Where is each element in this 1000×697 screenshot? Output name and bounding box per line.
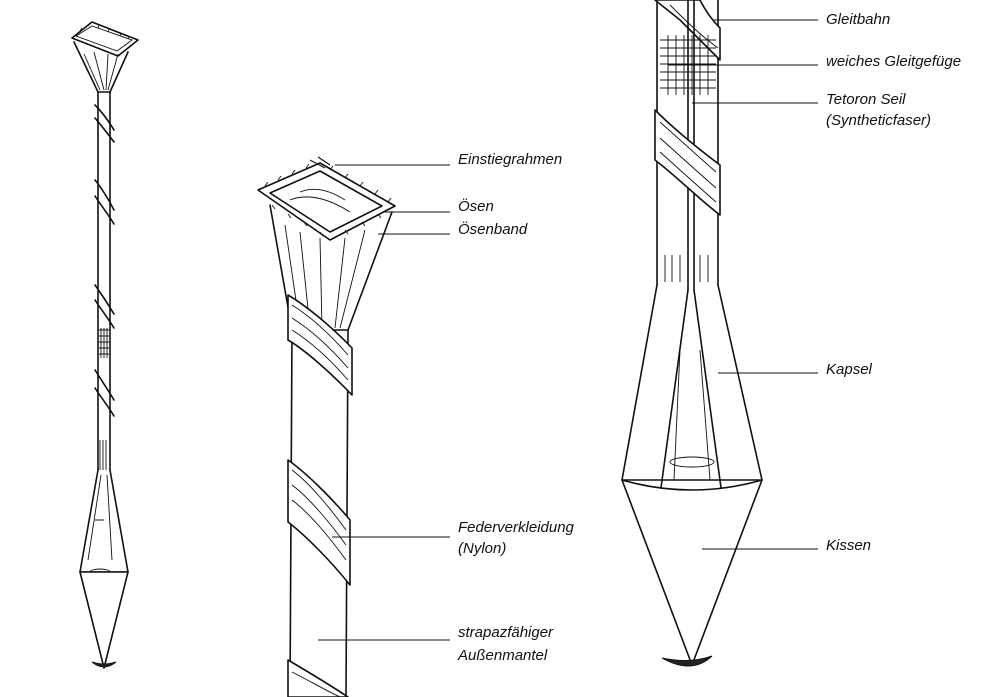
label-seil: Tetoron Seil (826, 91, 906, 108)
label-aussenmantel-line1: strapazfähiger (458, 624, 554, 641)
label-oesen: Ösen (458, 197, 494, 215)
leader-lines (318, 19, 818, 641)
label-aussenmantel-line2: Außenmantel (457, 647, 548, 664)
labels: Einstiegrahmen Ösen Ösenband Federverkle… (457, 11, 961, 664)
label-oesenband: Ösenband (458, 220, 528, 238)
label-kapsel: Kapsel (826, 361, 873, 378)
full-chute-drawing (71, 21, 139, 669)
chute-bottom-detail-drawing (621, 0, 763, 667)
label-gleitgefuege: weiches Gleitgefüge (826, 53, 961, 70)
chute-top-detail-drawing (257, 156, 396, 697)
label-federverkleidung: Federverkleidung (458, 519, 575, 536)
label-kissen: Kissen (826, 537, 871, 554)
label-seil-material: (Syntheticfaser) (826, 112, 931, 129)
label-einstiegrahmen: Einstiegrahmen (458, 151, 562, 168)
label-gleitbahn: Gleitbahn (826, 11, 890, 28)
label-federverkleidung-material: (Nylon) (458, 540, 506, 557)
